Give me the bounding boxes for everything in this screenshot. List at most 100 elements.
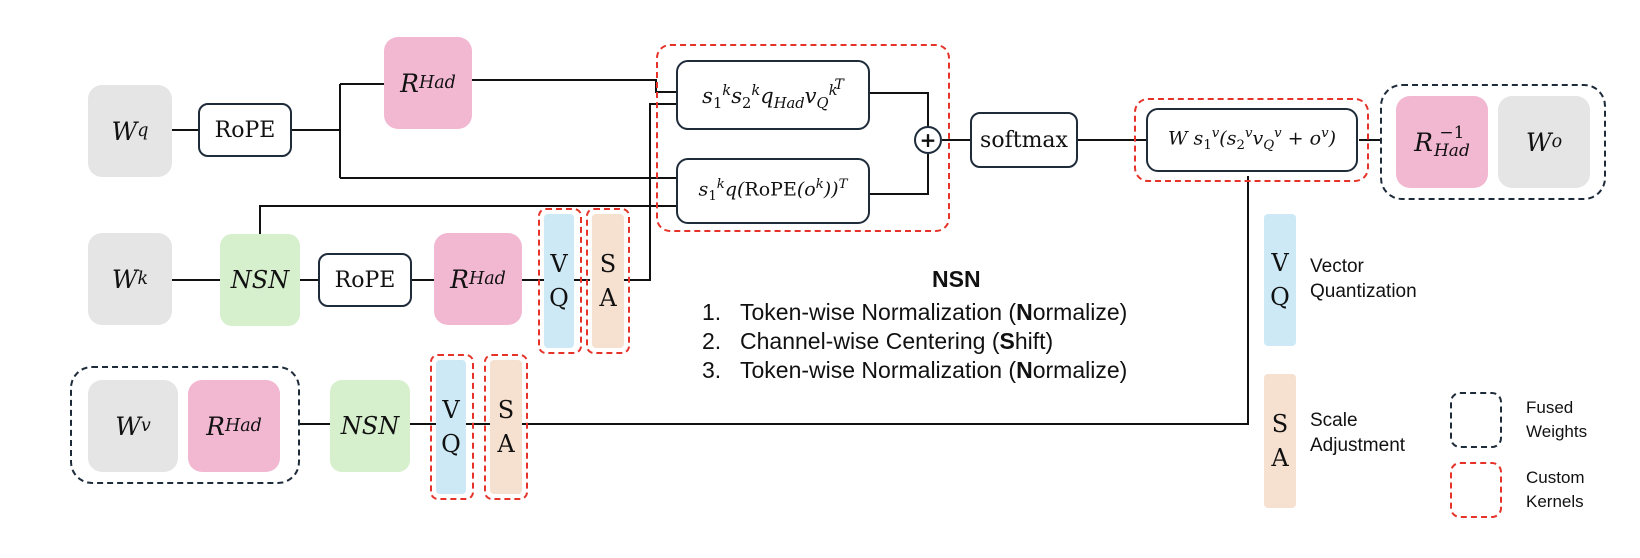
legend-vq-q: Q [1270, 283, 1290, 311]
vq-v-kernel-outline [430, 354, 474, 500]
wk-sub: k [137, 269, 149, 289]
softmax-label: softmax [980, 127, 1068, 153]
softmax-op: softmax [970, 112, 1078, 168]
rhad-v-base: R [206, 411, 225, 441]
nsn-step: 2. Channel-wise Centering (Shift) [702, 327, 1127, 356]
wire-nsn-term2 [259, 205, 676, 246]
nsn-step-num: 2. [702, 328, 722, 354]
nsn-step: 3.Token-wise Normalization (Normalize) [702, 356, 1127, 385]
legend-kernel-swatch [1450, 462, 1502, 518]
nsn-k: NSN [220, 234, 300, 326]
rope-q-label: RoPE [214, 117, 276, 143]
sa-v-kernel-outline [484, 354, 528, 500]
rope-k: RoPE [318, 253, 412, 307]
nsn-step-bold: N [1016, 357, 1033, 383]
sa-v-a: A [497, 430, 515, 458]
wire-v-pv [520, 176, 1249, 425]
nsn-step-post: hift) [1014, 328, 1054, 354]
v-fused-outline [70, 366, 300, 484]
rhad-inv-base: R [1414, 127, 1433, 157]
wk-base: W [111, 264, 138, 294]
nsn-step-num: 1. [702, 299, 722, 325]
sa-k-a: A [599, 284, 617, 312]
nsn-v-label: NSN [340, 412, 400, 440]
legend-fused-label: Fused Weights [1526, 396, 1587, 444]
vq-k-kernel-outline [538, 208, 582, 354]
legend-fused-swatch [1450, 392, 1502, 448]
vq-k-q: Q [549, 284, 569, 312]
nsn-step-post: ormalize) [1032, 357, 1128, 383]
rhad-inv-sub: Had [1433, 141, 1470, 161]
nsn-step-pre: Token-wise Normalization ( [740, 299, 1017, 325]
legend-sa-line2: Adjustment [1310, 435, 1406, 456]
legend-vq-line2: Quantization [1310, 281, 1417, 302]
vq-v-q: Q [441, 430, 461, 458]
rhad-inv-sup: −1 [1439, 123, 1465, 143]
nsn-step-pre: Token-wise Normalization ( [740, 357, 1017, 383]
legend-vq-label: Vector Quantization [1310, 254, 1417, 304]
sa-k-s: S [599, 250, 617, 278]
rhad-k-base: R [450, 264, 469, 294]
wv-base: W [115, 411, 141, 441]
nsn-step-bold: S [999, 328, 1015, 354]
vq-v-v: V [442, 396, 460, 424]
score-term-offset: s1kq(RoPE(ok))T [676, 158, 870, 224]
legend-kernel-label: Custom Kernels [1526, 466, 1585, 514]
wire-sa-term1 [620, 103, 676, 281]
wire-term1-plus [870, 92, 929, 126]
wv-sub: v [140, 416, 151, 436]
nsn-step-pre: Channel-wise Centering ( [740, 328, 1000, 354]
vq-k-v: V [550, 250, 568, 278]
plus-label: + [919, 128, 937, 152]
nsn-step: 1. Token-wise Normalization (Normalize) [702, 298, 1127, 327]
score-kernel-outline [656, 44, 950, 232]
legend-sa-a: A [1271, 444, 1289, 472]
plus-icon: + [914, 126, 942, 154]
wq-sub: q [137, 121, 149, 141]
wq-base: W [111, 116, 138, 146]
rope-k-label: RoPE [334, 267, 396, 293]
legend-sa-line1: Scale [1310, 410, 1358, 431]
legend-vq-line1: Vector [1310, 256, 1364, 277]
rhad-q-sub: Had [418, 73, 456, 93]
legend-sa-label: Scale Adjustment [1310, 408, 1405, 458]
rhad-q-base: R [400, 68, 419, 98]
legend-kernel-line1: Custom [1526, 468, 1585, 487]
wire-term2-plus [870, 154, 929, 195]
legend-vq-v: V [1271, 249, 1289, 277]
rhad-k-sub: Had [468, 269, 506, 289]
nsn-v: NSN [330, 380, 410, 472]
legend-kernel-line2: Kernels [1526, 492, 1584, 511]
legend-sa-s: S [1271, 410, 1289, 438]
sa-k-kernel-outline [586, 208, 630, 354]
legend-fused-line1: Fused [1526, 398, 1574, 417]
wo-base: W [1525, 127, 1552, 157]
rhad-v-sub: Had [224, 416, 262, 436]
pv-kernel-outline [1134, 98, 1369, 182]
nsn-k-label: NSN [230, 266, 290, 294]
output-fused-outline [1380, 84, 1606, 200]
nsn-step-post: ormalize) [1032, 299, 1128, 325]
sa-v-s: S [497, 396, 515, 424]
score-term-vq: s1ks2kqHadvQkT [676, 60, 870, 130]
wo-sub: o [1551, 132, 1563, 152]
nsn-legend-title: NSN [932, 266, 981, 292]
pv-term: W s1v(s2vvQv + ov) [1146, 108, 1358, 172]
nsn-step-bold: N [1016, 299, 1033, 325]
wire-rhadq-term1 [472, 79, 676, 93]
nsn-legend-list: 1.Token-wise Normalization (Normalize) 2… [702, 298, 1127, 385]
